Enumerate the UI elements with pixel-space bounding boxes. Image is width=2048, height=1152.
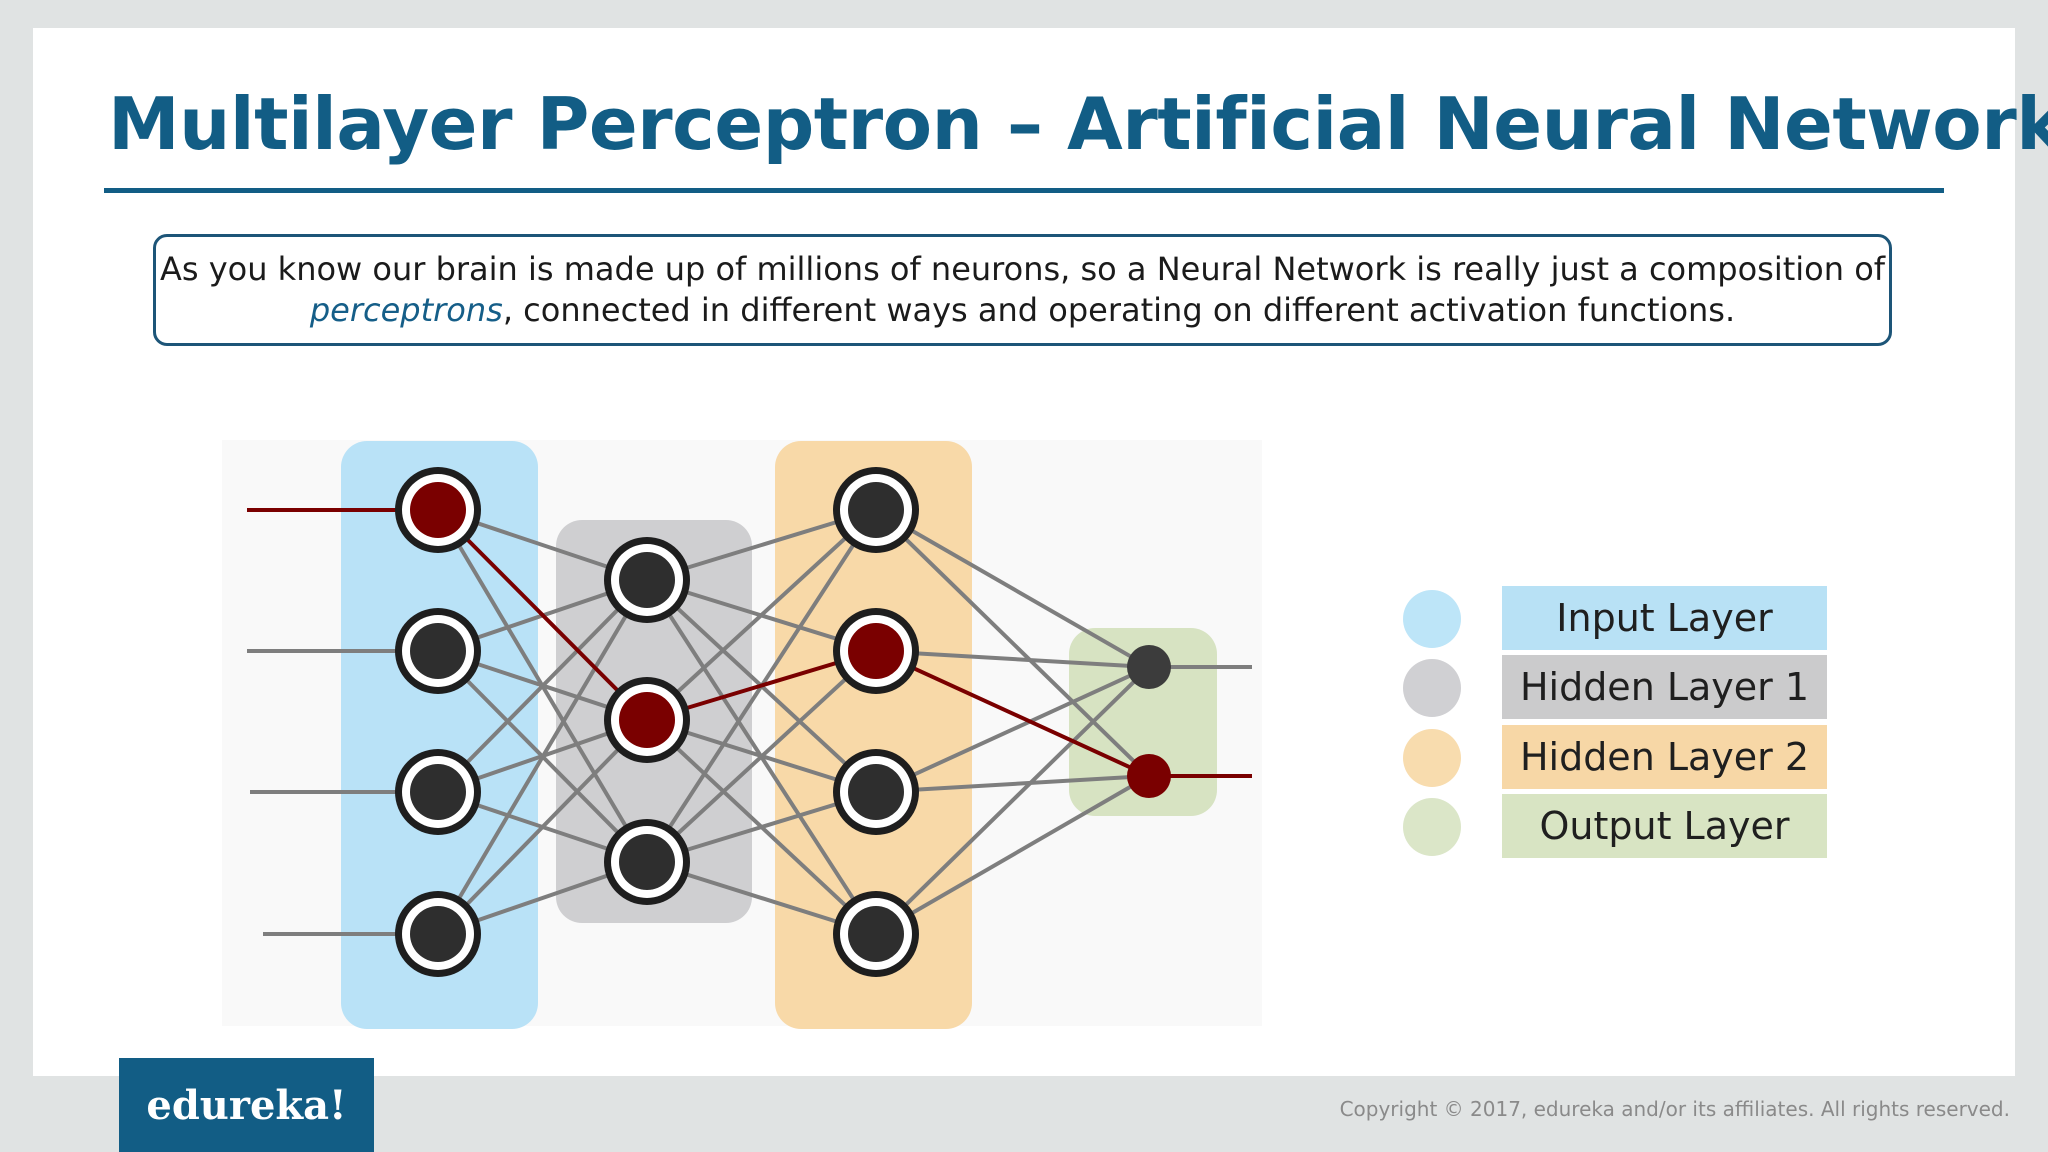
connection-l3-1-2 <box>874 508 1151 778</box>
connection-l1-4-1 <box>436 578 649 936</box>
connection-l1-1-2 <box>436 508 649 722</box>
connection-l3-3-1 <box>875 665 1150 794</box>
connection-l3-4-1 <box>874 665 1151 936</box>
intro-line-1: As you know our brain is made up of mill… <box>159 250 1886 288</box>
output-neuron-1 <box>1127 645 1171 689</box>
intro-line-2: , connected in different ways and operat… <box>502 291 1736 329</box>
connection-l3-2-1 <box>875 649 1150 669</box>
legend-label-hidden-1: Hidden Layer 1 <box>1502 655 1827 719</box>
title-underline <box>104 188 1944 193</box>
legend-label-input: Input Layer <box>1502 586 1827 650</box>
output-layer-band <box>1069 628 1217 816</box>
connection-l1-3-1 <box>436 578 649 794</box>
intro-emphasis: perceptrons <box>309 291 503 329</box>
hidden1-neuron-3 <box>619 834 675 890</box>
copyright-notice: Copyright © 2017, edureka and/or its aff… <box>1339 1097 2010 1121</box>
intro-paragraph: As you know our brain is made up of mill… <box>160 249 1885 331</box>
hidden2-neuron-1 <box>848 482 904 538</box>
hidden2-neuron-2 <box>848 623 904 679</box>
edureka-logo: edureka! <box>119 1058 374 1152</box>
connection-l3-3-2 <box>875 774 1150 794</box>
output-neuron-2 <box>1127 754 1171 798</box>
legend-label-output: Output Layer <box>1502 794 1827 858</box>
slide-title: Multilayer Perceptron – Artificial Neura… <box>108 82 2048 166</box>
legend-dot-hidden-1 <box>1403 659 1461 717</box>
connection-l3-2-2 <box>875 649 1150 778</box>
input-neuron-1 <box>410 482 466 538</box>
connection-l3-1-1 <box>875 508 1150 669</box>
legend-dot-output <box>1403 798 1461 856</box>
legend-label-hidden-2: Hidden Layer 2 <box>1502 725 1827 789</box>
input-neuron-3 <box>410 764 466 820</box>
connection-l3-4-2 <box>874 774 1151 936</box>
legend-dot-hidden-2 <box>1403 729 1461 787</box>
hidden2-neuron-3 <box>848 764 904 820</box>
connection-l2-3-2 <box>645 649 878 864</box>
legend-dot-input <box>1403 590 1461 648</box>
intro-text-box: As you know our brain is made up of mill… <box>153 234 1892 346</box>
hidden1-neuron-2 <box>619 692 675 748</box>
connection-l1-4-2 <box>436 718 649 936</box>
input-neuron-4 <box>410 906 466 962</box>
connection-l2-2-1 <box>645 508 878 722</box>
hidden2-neuron-4 <box>848 906 904 962</box>
input-neuron-2 <box>410 623 466 679</box>
hidden1-neuron-1 <box>619 552 675 608</box>
